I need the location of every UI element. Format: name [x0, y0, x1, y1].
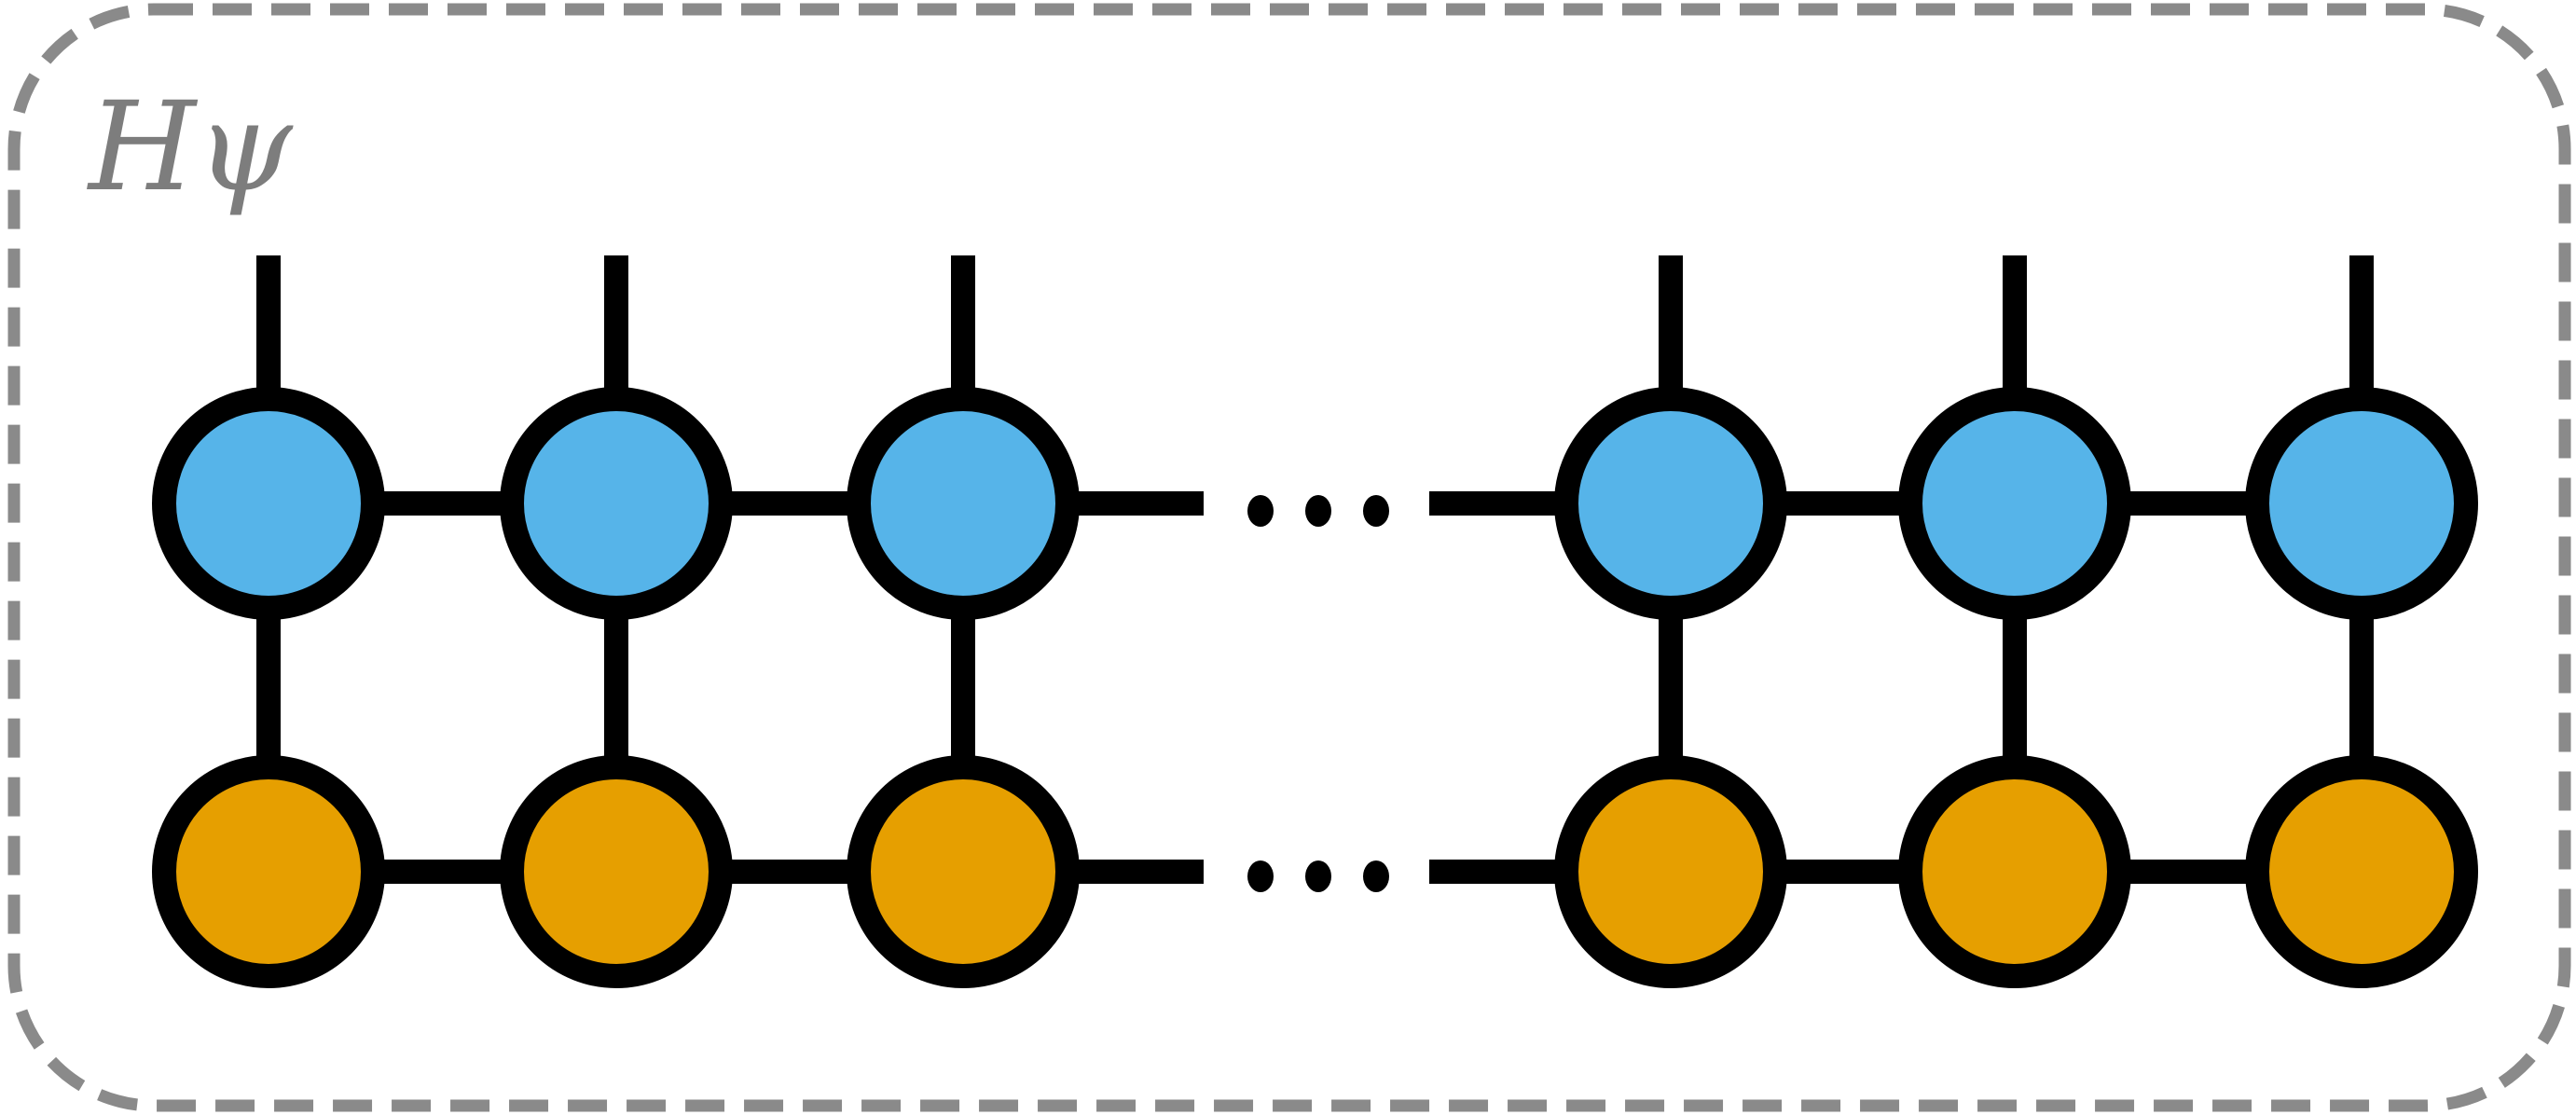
mpo-tensor-node-1: [152, 387, 385, 620]
mpo-tensor-node-3: [847, 387, 1080, 620]
mps-tensor-node-2: [500, 755, 733, 988]
mps-tensor-node-1: [152, 755, 385, 988]
mps-tensor-node-6: [2245, 755, 2478, 988]
mpo-tensor-node-5: [1898, 387, 2131, 620]
dashed-boundary: [7, 3, 2571, 1112]
mpo-tensor-node-6: [2245, 387, 2478, 620]
ellipsis-dot-mpo-3: [1363, 495, 1389, 527]
mps-tensor-node-5: [1898, 755, 2131, 988]
expression-label: Hψ: [87, 76, 294, 219]
mps-tensor-node-4: [1554, 755, 1787, 988]
mps-tensor-node-3: [847, 755, 1080, 988]
mpo-tensor-node-4: [1554, 387, 1787, 620]
ellipsis-dot-mpo-2: [1305, 495, 1331, 527]
ellipsis-dot-mps-3: [1363, 860, 1389, 892]
mpo-tensor-node-2: [500, 387, 733, 620]
ellipsis-dot-mps-2: [1305, 860, 1331, 892]
ellipsis-dot-mps-1: [1247, 860, 1274, 892]
ellipsis-dot-mpo-1: [1247, 495, 1274, 527]
